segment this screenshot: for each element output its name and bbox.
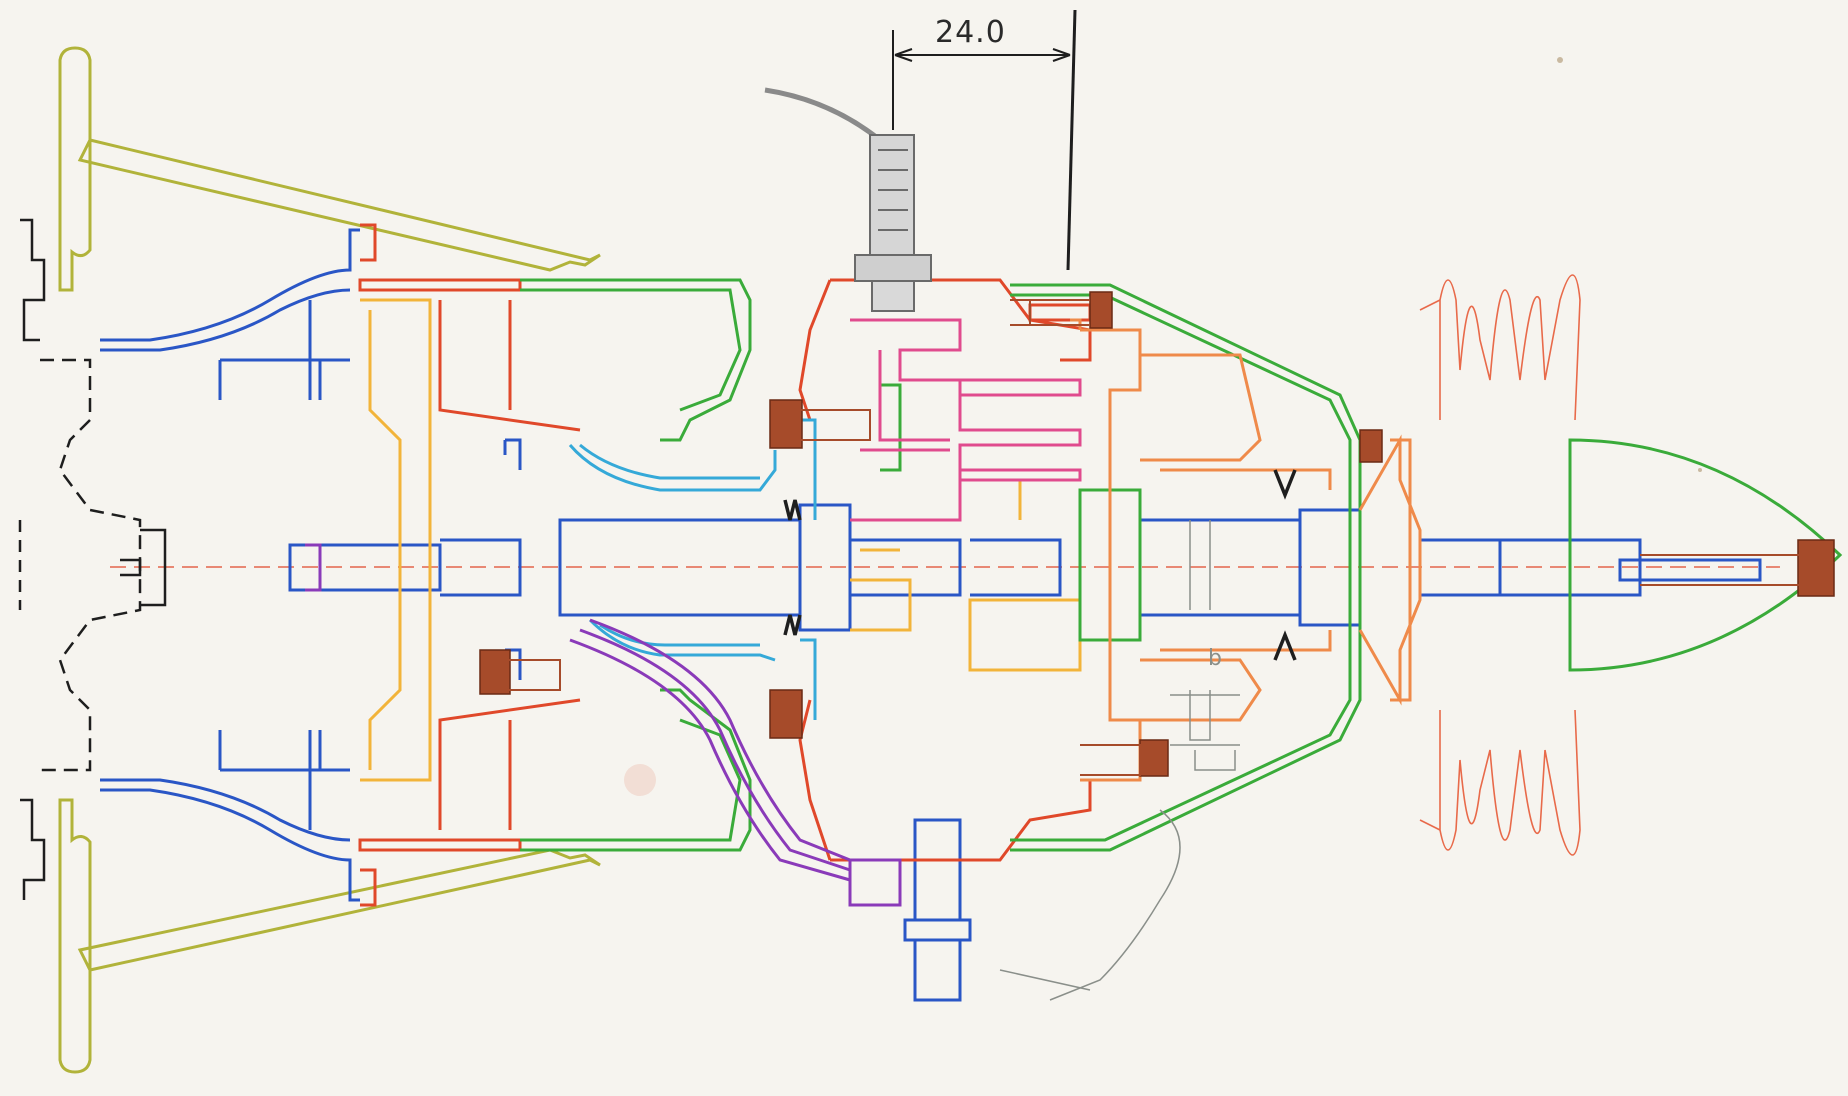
outer-struts [58,46,601,1074]
dimension-label: 24.0 [935,15,1006,50]
bolt-icon [769,399,803,449]
propeller-outline [1419,274,1581,856]
bolt-icon [1359,429,1383,463]
bolt-threads [500,299,1801,776]
hand-note: b [1208,646,1222,671]
outer-casing-green [520,278,1843,852]
inlet-liner-blue [100,228,1762,1002]
turbine-structure-orange [1070,318,1422,782]
seal-marks [783,469,1297,661]
probe-tip [871,280,915,312]
mount-flange-profile [18,218,167,900]
probe-body [869,134,915,276]
gearbox-pink [850,318,1082,522]
bolt-icon [1089,291,1113,329]
fuel-lines-purple [305,543,902,907]
paper-mark [1698,468,1702,472]
paper-mark [1557,57,1563,63]
bolt-icon [479,649,511,695]
dimension-line [892,9,1077,271]
bolt-icon [1797,539,1835,597]
bolt-icon [769,689,803,739]
bolts-brown [479,291,1835,777]
paper-mark [624,764,656,796]
bolt-icon [1139,739,1169,777]
pencil-sketch [999,520,1240,1001]
temperature-probe [764,87,932,312]
nozzle-cyan [568,418,817,720]
probe-nut [854,254,932,282]
